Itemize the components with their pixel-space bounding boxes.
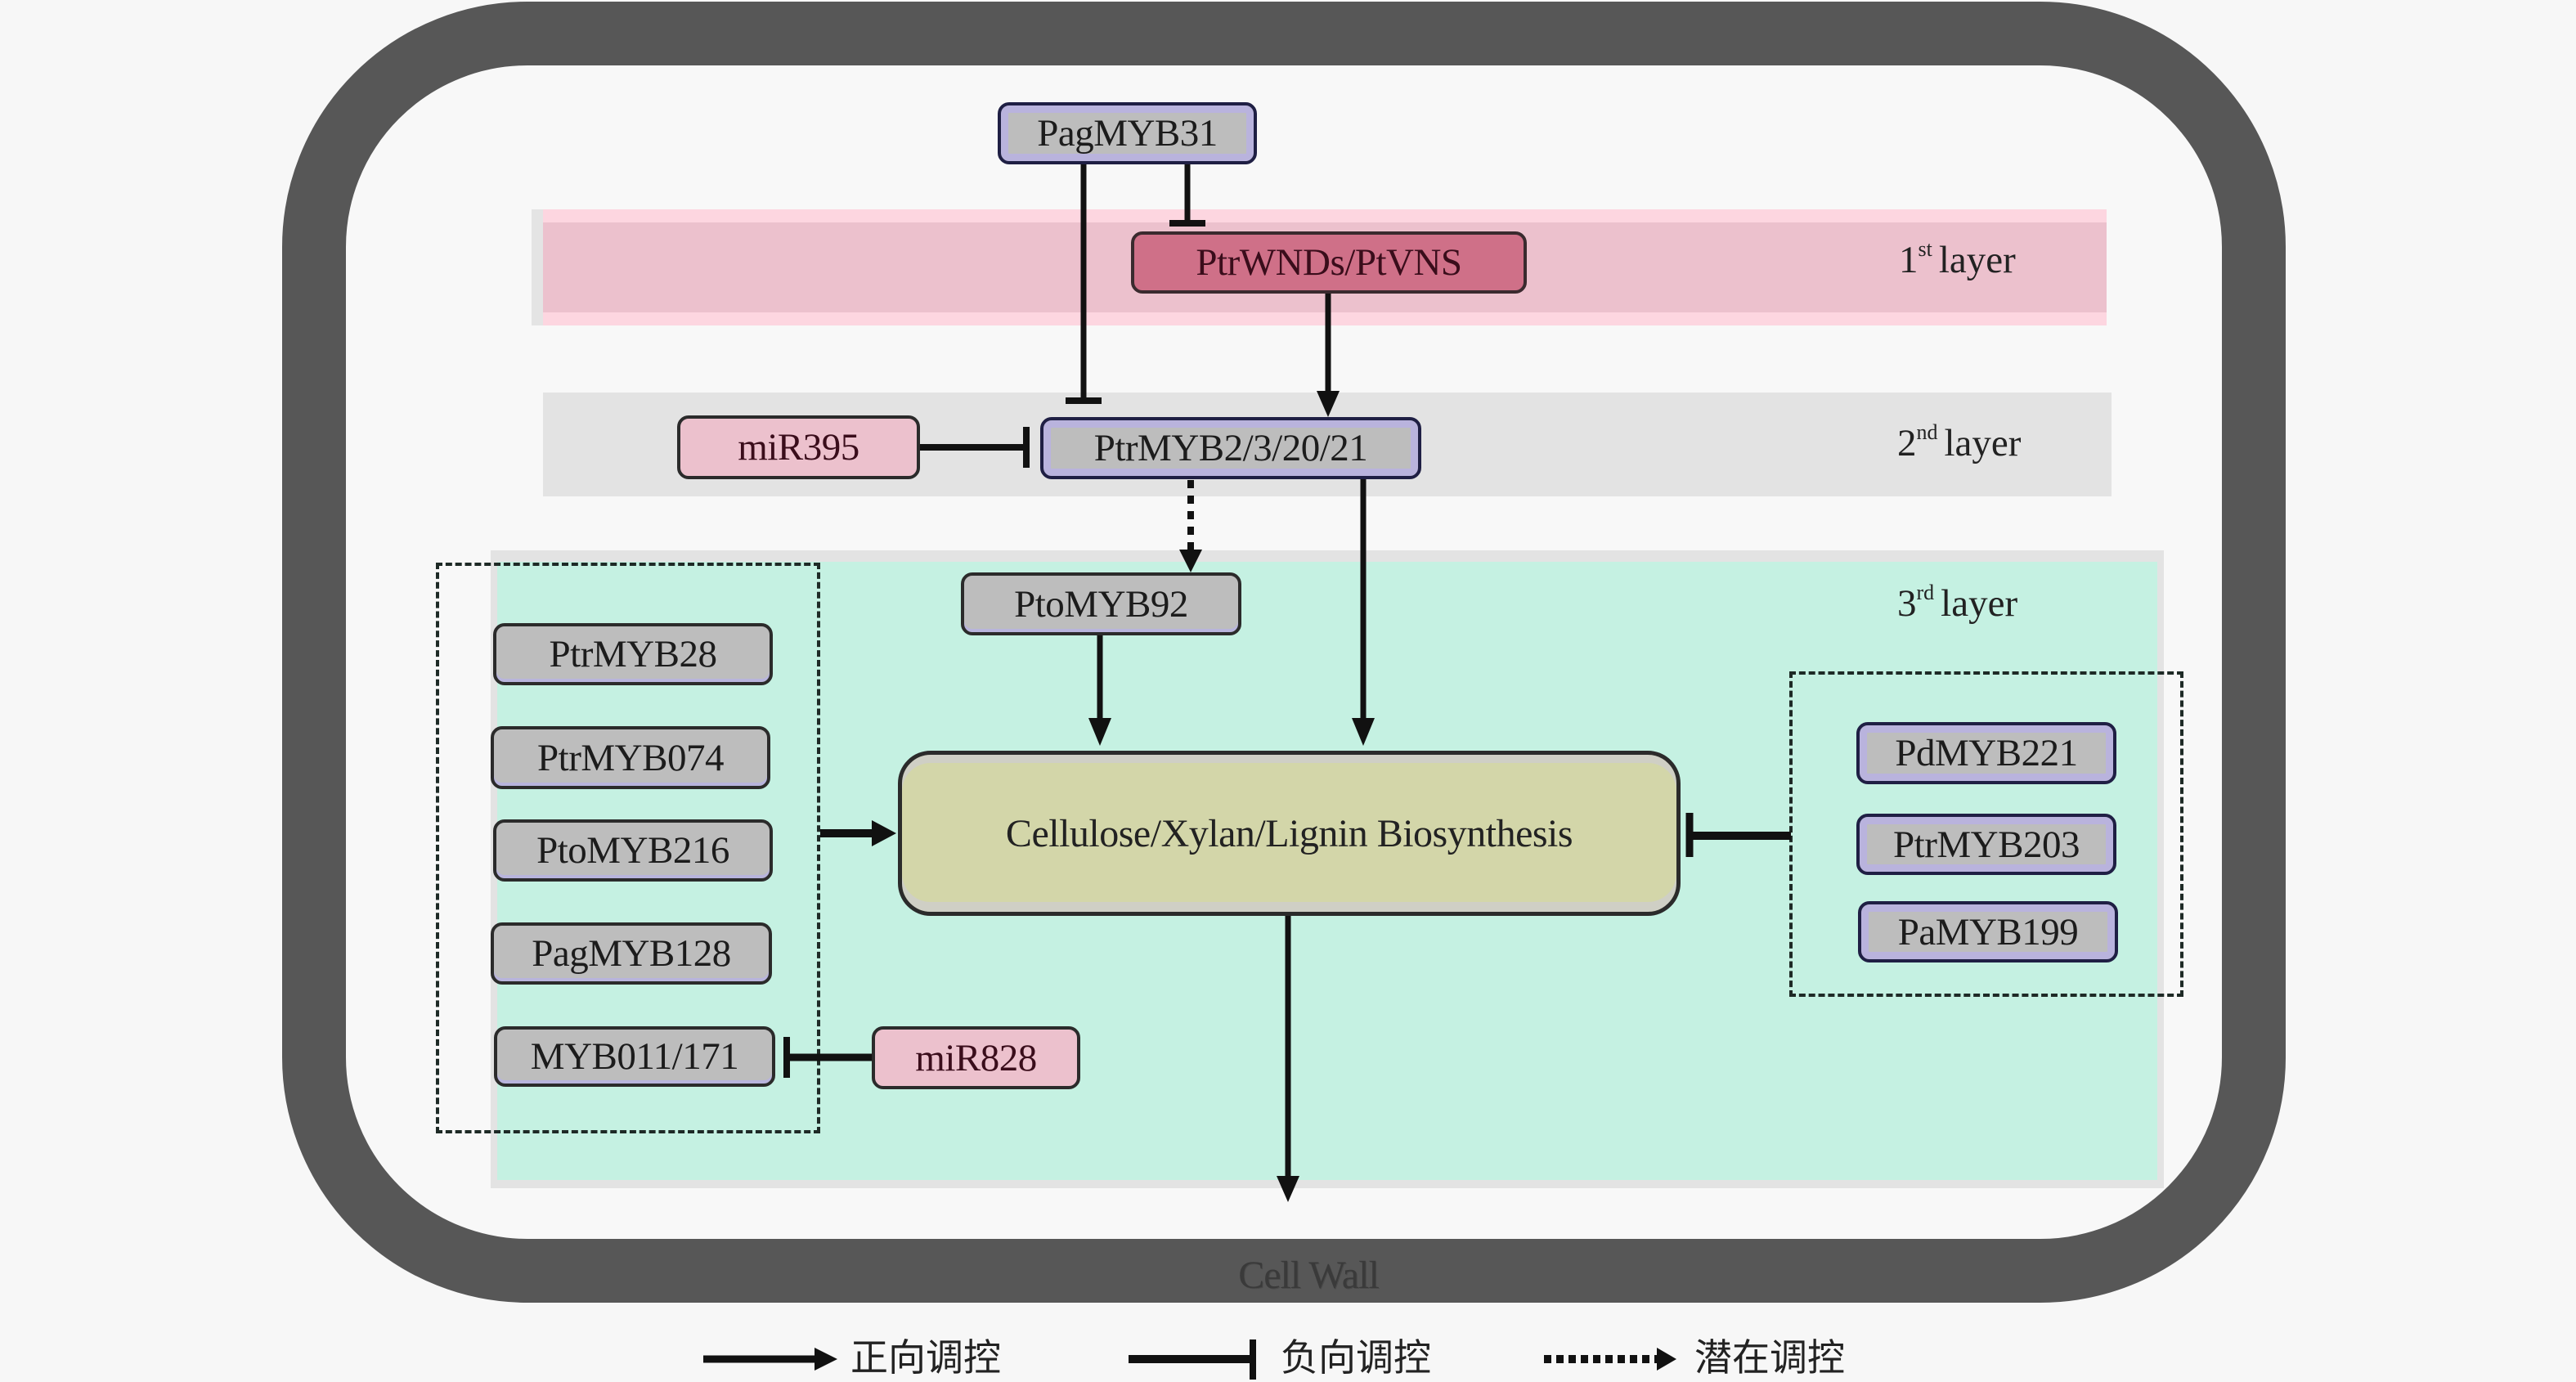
edge-ptrmyb2-biosynthesis-arrowhead <box>1352 718 1375 746</box>
edge-ptomyb92-biosynthesis-arrowhead <box>1088 718 1111 746</box>
legend-potential-label: 潜在调控 <box>1694 1335 1845 1380</box>
edge-ptrmyb2-ptomyb92-arrowhead <box>1179 550 1202 572</box>
node-ptomyb216: PtoMYB216 <box>493 819 773 882</box>
node-pagmyb31: PagMYB31 <box>998 102 1257 164</box>
legend-potential-arrowhead <box>1657 1348 1676 1371</box>
node-pdmyb221: PdMYB221 <box>1856 722 2116 784</box>
edge-ptrwnds-ptrmyb2-arrowhead <box>1317 391 1340 417</box>
node-ptrmyb203: PtrMYB203 <box>1856 814 2116 875</box>
layer-1-band <box>543 209 2107 325</box>
legend-positive-arrowhead <box>815 1348 837 1371</box>
edge-biosynthesis-cellwall-arrowhead <box>1277 1176 1299 1202</box>
node-ptrmyb074: PtrMYB074 <box>491 726 770 789</box>
node-pagmyb128: PagMYB128 <box>491 922 772 985</box>
node-biosynthesis: Cellulose/Xylan/Lignin Biosynthesis <box>898 751 1681 916</box>
node-myb011-171: MYB011/171 <box>494 1026 775 1087</box>
node-mir828: miR828 <box>872 1026 1080 1089</box>
node-pamyb199: PaMYB199 <box>1858 901 2118 962</box>
cell-wall-label: Cell Wall <box>1238 1254 1380 1297</box>
legend-negative-label: 负向调控 <box>1281 1335 1431 1380</box>
legend-positive-label: 正向调控 <box>850 1335 1001 1380</box>
node-ptomyb92: PtoMYB92 <box>961 572 1241 635</box>
node-ptrwnds-ptvns: PtrWNDs/PtVNS <box>1131 231 1527 294</box>
node-ptrmyb2-3-20-21: PtrMYB2/3/20/21 <box>1040 417 1421 479</box>
edge-leftgroup-biosynthesis-arrowhead <box>872 820 896 846</box>
node-ptrmyb28: PtrMYB28 <box>493 623 773 685</box>
node-mir395: miR395 <box>677 415 920 479</box>
left-group-box <box>436 563 820 1133</box>
